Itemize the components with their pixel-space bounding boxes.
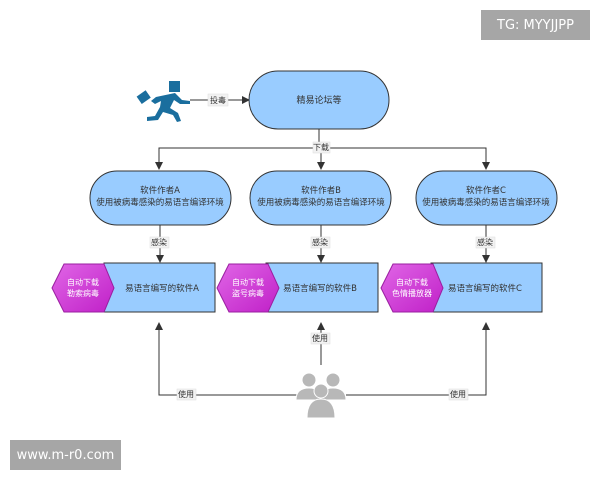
edge-poison-label: 投毒 — [210, 95, 226, 105]
author-c-desc: 使用被病毒感染的易语言编译环境 — [422, 197, 550, 208]
edge-infect-b-label-bg — [310, 236, 331, 249]
edge-poison-label-bg — [207, 93, 229, 107]
edge-use-b-label: 使用 — [312, 333, 328, 343]
edge-download-label: 下载 — [313, 142, 329, 152]
users-group-icon — [295, 372, 347, 419]
author-node-c[interactable]: 软件作者C 使用被病毒感染的易语言编译环境 — [415, 170, 558, 226]
watermark-bottom: www.m-r0.com — [10, 440, 121, 470]
edge-infect-a-label: 感染 — [151, 237, 167, 247]
software-node-b[interactable]: 易语言编写的软件B — [265, 262, 379, 313]
software-b-label: 易语言编写的软件B — [283, 283, 357, 294]
author-a-name: 软件作者A — [140, 185, 180, 196]
software-node-c[interactable]: 易语言编写的软件C — [430, 262, 543, 313]
author-b-name: 软件作者B — [301, 185, 341, 196]
author-a-desc: 使用被病毒感染的易语言编译环境 — [96, 197, 224, 208]
running-man-icon — [136, 81, 190, 122]
author-c-name: 软件作者C — [466, 185, 506, 196]
author-b-desc: 使用被病毒感染的易语言编译环境 — [257, 197, 385, 208]
author-node-b[interactable]: 软件作者B 使用被病毒感染的易语言编译环境 — [249, 170, 392, 226]
edge-use-a — [158, 325, 300, 396]
forum-node-label: 精易论坛等 — [296, 94, 341, 106]
edge-use-c-label-bg — [448, 388, 469, 401]
edge-use-c — [346, 325, 487, 396]
edge-infect-c-label: 感染 — [477, 237, 493, 247]
payload-b-line1: 自动下载 — [232, 277, 264, 287]
payload-c-line1: 自动下载 — [396, 277, 428, 287]
payload-hex-b[interactable]: 自动下载 盗号病毒 — [216, 263, 280, 313]
edge-use-a-label-bg — [176, 388, 197, 401]
edge-use-c-label: 使用 — [450, 389, 466, 399]
software-c-label: 易语言编写的软件C — [448, 283, 522, 294]
payload-a-line2: 勒索病毒 — [67, 288, 99, 298]
payload-hex-a[interactable]: 自动下载 勒索病毒 — [51, 263, 115, 313]
payload-hex-c[interactable]: 自动下载 色情播放器 — [380, 263, 444, 313]
software-a-label: 易语言编写的软件A — [125, 283, 199, 294]
payload-a-line1: 自动下载 — [67, 277, 99, 287]
payload-c-line2: 色情播放器 — [392, 288, 432, 298]
edge-infect-b-label: 感染 — [312, 237, 328, 247]
edge-download-label-bg — [312, 141, 331, 154]
edge-infect-a-label-bg — [149, 236, 170, 249]
software-node-a[interactable]: 易语言编写的软件A — [103, 262, 216, 313]
author-node-a[interactable]: 软件作者A 使用被病毒感染的易语言编译环境 — [89, 170, 232, 226]
watermark-top: TG: MYYJJPP — [481, 10, 590, 40]
edge-use-b-label-bg — [310, 332, 331, 345]
edge-use-a-label: 使用 — [178, 389, 194, 399]
edge-infect-c-label-bg — [475, 236, 496, 249]
payload-b-line2: 盗号病毒 — [232, 288, 264, 298]
